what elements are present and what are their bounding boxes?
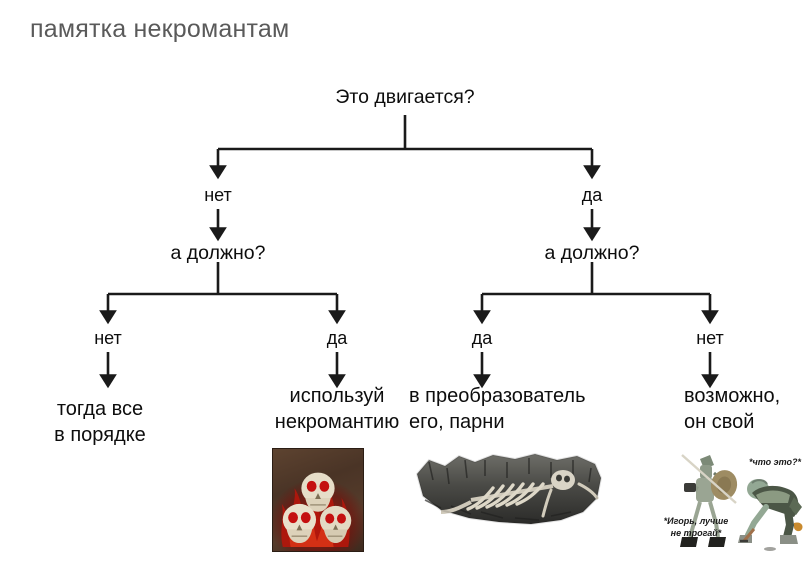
leaf-all-fine: тогда все в порядке [54,398,146,446]
edge-label-root-no: нет [204,185,232,205]
cartoon-image [648,445,811,562]
caption-igor: *Игорь, лучше не трогай* [663,516,729,538]
skull-right-shape [319,505,352,544]
skeleton-shape [440,470,599,518]
pit-texture [424,458,592,521]
page-title: памятка некромантам [30,15,290,43]
node-root-question: Это двигается? [335,86,475,108]
edge-label-root-yes: да [581,185,603,205]
caption-what-is-this: *что это?* [749,457,801,467]
node-right-question: а должно? [544,242,640,264]
skeleton-image [411,450,607,526]
stooping-man-shape [738,479,803,551]
edge-label-left-no: нет [94,328,122,348]
skeleton-warrior-shape [680,454,738,547]
pit-outline [415,452,603,526]
leaf-use-necromancy: используй некромантию [274,385,400,433]
edge-label-right-no: нет [696,328,724,348]
leaf-maybe-ours: возможно, он свой [684,385,781,433]
leaf-to-converter: в преобразователь его, парни [409,385,586,433]
skull-left-shape [282,503,317,544]
edge-label-right-yes: да [471,328,493,348]
skulls-image [272,448,364,552]
skull-top-shape [301,472,335,512]
node-left-question: а должно? [170,242,266,264]
edge-label-left-yes: да [326,328,348,348]
